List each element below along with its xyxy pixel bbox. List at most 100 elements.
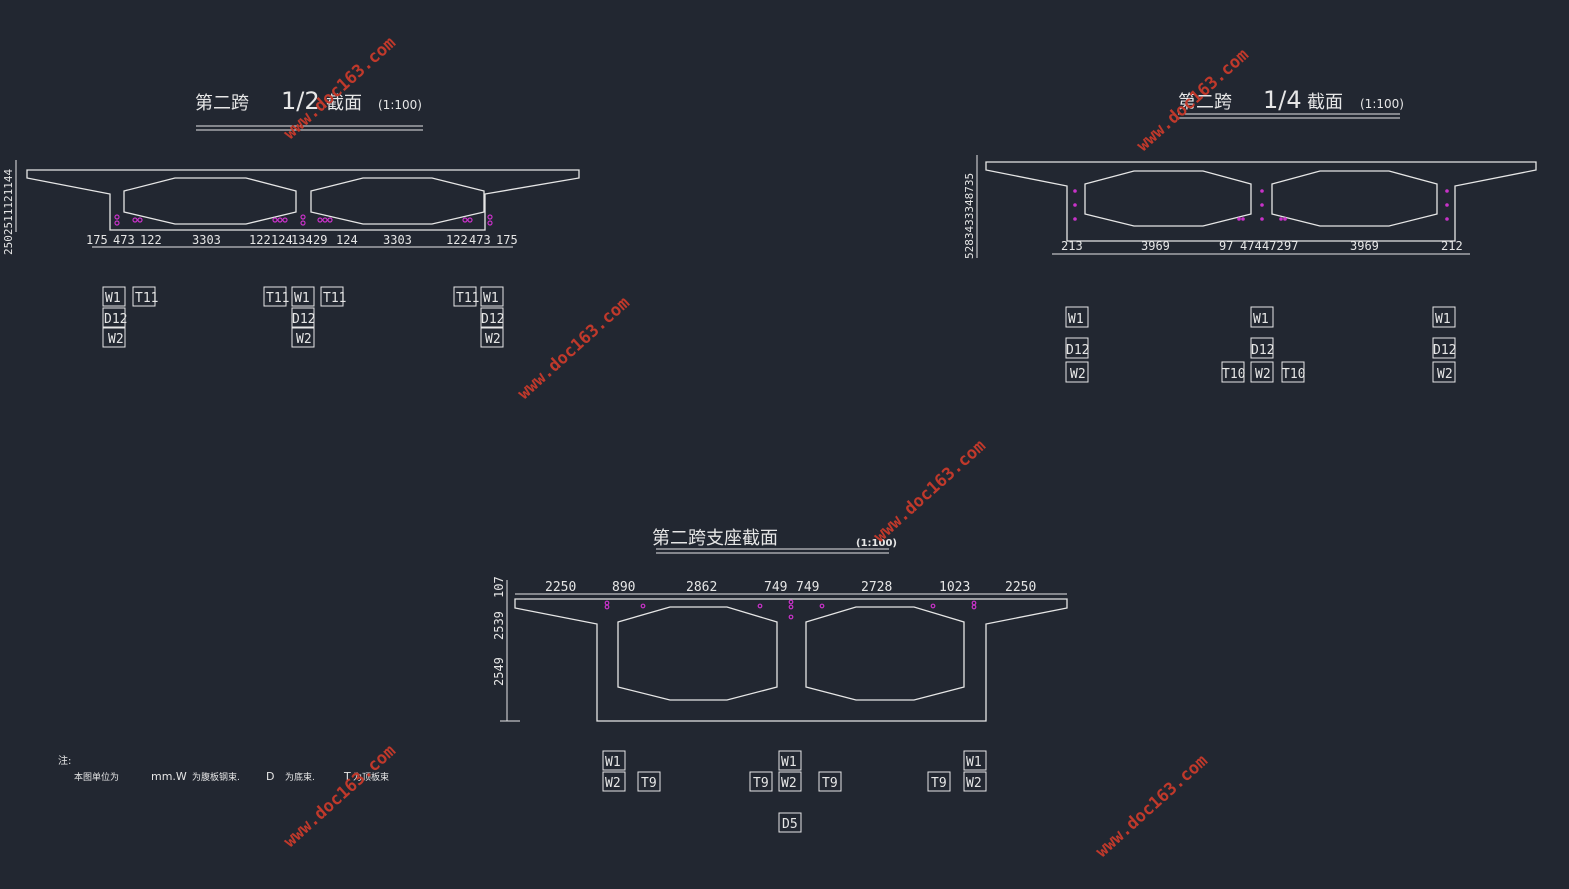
support-tag-group: W1 W2 T9 W1 T9 W2 T9 W1 T9 W2 D5 <box>602 750 987 833</box>
notes-block: 注: 本图单位为 mm.W 为腹板钢束. D 为底束. T 为顶板束 <box>58 754 389 783</box>
watermark-4: www.doc163.com <box>870 436 990 547</box>
half-tag-group: W1 T11 D12 W2 T11 W1 T11 D12 W2 T11 W1 D… <box>102 286 504 348</box>
support-scale: (1:100) <box>856 538 897 549</box>
svg-text:T9: T9 <box>641 776 657 791</box>
svg-text:T11: T11 <box>456 291 479 306</box>
svg-text:W2: W2 <box>966 776 982 791</box>
note-item-5: T <box>343 770 351 783</box>
quarter-scale: (1:100) <box>1360 97 1404 111</box>
quarter-suffix: 截面 <box>1307 92 1343 113</box>
svg-text:W1: W1 <box>483 291 499 306</box>
quarter-vdim-text: 5283433348735 <box>963 173 976 259</box>
svg-text:T9: T9 <box>931 776 947 791</box>
svg-text:D12: D12 <box>292 312 315 327</box>
svg-text:3969: 3969 <box>1350 239 1379 253</box>
svg-text:W2: W2 <box>1437 367 1453 382</box>
svg-text:749: 749 <box>796 580 819 595</box>
svg-text:W2: W2 <box>108 332 124 347</box>
svg-text:W2: W2 <box>781 776 797 791</box>
half-cell-left <box>123 177 297 225</box>
svg-text:29: 29 <box>313 233 327 247</box>
svg-text:97: 97 <box>1219 239 1233 253</box>
svg-text:D12: D12 <box>481 312 504 327</box>
support-cell-left <box>617 606 778 701</box>
svg-text:122: 122 <box>140 233 162 247</box>
svg-text:213: 213 <box>1061 239 1083 253</box>
svg-text:2539: 2539 <box>492 611 506 640</box>
svg-text:124: 124 <box>271 233 293 247</box>
watermark-2: www.doc163.com <box>1133 45 1253 156</box>
svg-text:1023: 1023 <box>939 580 970 595</box>
svg-text:2250: 2250 <box>545 580 576 595</box>
svg-text:W1: W1 <box>294 291 310 306</box>
svg-text:107: 107 <box>492 576 506 598</box>
svg-text:2728: 2728 <box>861 580 892 595</box>
quarter-title: 第二跨 <box>1178 92 1232 113</box>
half-suffix: 截面 <box>326 93 362 114</box>
svg-text:D12: D12 <box>1251 343 1274 358</box>
note-item-1: mm.W <box>151 770 187 783</box>
svg-text:T9: T9 <box>753 776 769 791</box>
svg-text:124: 124 <box>336 233 358 247</box>
svg-text:T11: T11 <box>135 291 158 306</box>
svg-text:W1: W1 <box>1253 312 1269 327</box>
svg-text:D12: D12 <box>1433 343 1456 358</box>
svg-text:3303: 3303 <box>192 233 221 247</box>
svg-text:W1: W1 <box>105 291 121 306</box>
svg-text:749: 749 <box>764 580 787 595</box>
svg-text:W1: W1 <box>966 755 982 770</box>
svg-text:3303: 3303 <box>383 233 412 247</box>
svg-text:472: 472 <box>1262 239 1284 253</box>
svg-text:T11: T11 <box>266 291 289 306</box>
svg-text:473: 473 <box>469 233 491 247</box>
svg-text:122: 122 <box>446 233 468 247</box>
view-half-section: 第二跨 1/2 截面 (1:100) 2502511121144 175 473 <box>2 87 580 348</box>
half-cell-right <box>310 177 485 225</box>
support-vdim-texts: 107 2539 2549 <box>492 576 506 686</box>
svg-text:W2: W2 <box>296 332 312 347</box>
svg-text:W1: W1 <box>1435 312 1451 327</box>
half-vdim-text: 2502511121144 <box>2 169 15 255</box>
note-item-0: 本图单位为 <box>74 771 119 783</box>
svg-text:2250: 2250 <box>1005 580 1036 595</box>
svg-text:T11: T11 <box>323 291 346 306</box>
half-dim-texts: 175 473 122 3303 122 124 134 29 124 3303… <box>86 233 518 247</box>
svg-text:212: 212 <box>1441 239 1463 253</box>
quarter-dim-texts: 213 3969 97 474 472 97 3969 212 <box>1061 239 1463 253</box>
svg-text:W2: W2 <box>1255 367 1271 382</box>
svg-text:473: 473 <box>113 233 135 247</box>
quarter-cell-right <box>1271 170 1438 227</box>
svg-text:3969: 3969 <box>1141 239 1170 253</box>
watermark-3: www.doc163.com <box>514 293 634 404</box>
note-label: 注: <box>58 754 71 767</box>
svg-text:175: 175 <box>86 233 108 247</box>
note-item-6: 为顶板束 <box>353 771 389 783</box>
svg-text:890: 890 <box>612 580 635 595</box>
half-scale: (1:100) <box>378 98 422 112</box>
view-support-section: 第二跨支座截面 (1:100) 2250 890 2862 749 749 27… <box>492 528 1068 833</box>
support-dim-texts: 2250 890 2862 749 749 2728 1023 2250 <box>545 580 1036 595</box>
svg-text:W2: W2 <box>485 332 501 347</box>
svg-text:W2: W2 <box>1070 367 1086 382</box>
support-girder-outline <box>514 598 1068 722</box>
half-fraction: 1/2 <box>281 87 320 115</box>
quarter-fraction: 1/4 <box>1263 86 1302 114</box>
watermark-6: www.doc163.com <box>1092 751 1212 862</box>
half-rebar-marks <box>114 214 493 226</box>
svg-text:T9: T9 <box>822 776 838 791</box>
quarter-cell-left <box>1084 170 1252 227</box>
quarter-girder-outline <box>985 161 1537 242</box>
view-quarter-section: 第二跨 1/4 截面 (1:100) 5283433348735 213 396… <box>963 86 1537 383</box>
svg-text:474: 474 <box>1240 239 1262 253</box>
watermarks: www.doc163.com www.doc163.com www.doc163… <box>280 33 1253 862</box>
svg-text:134: 134 <box>291 233 313 247</box>
svg-text:D12: D12 <box>104 312 127 327</box>
svg-text:D12: D12 <box>1066 343 1089 358</box>
support-title: 第二跨支座截面 <box>652 528 778 549</box>
half-title: 第二跨 <box>195 93 249 114</box>
svg-text:W1: W1 <box>781 755 797 770</box>
svg-text:97: 97 <box>1284 239 1298 253</box>
svg-text:122: 122 <box>249 233 271 247</box>
support-rebar-marks <box>604 599 977 620</box>
